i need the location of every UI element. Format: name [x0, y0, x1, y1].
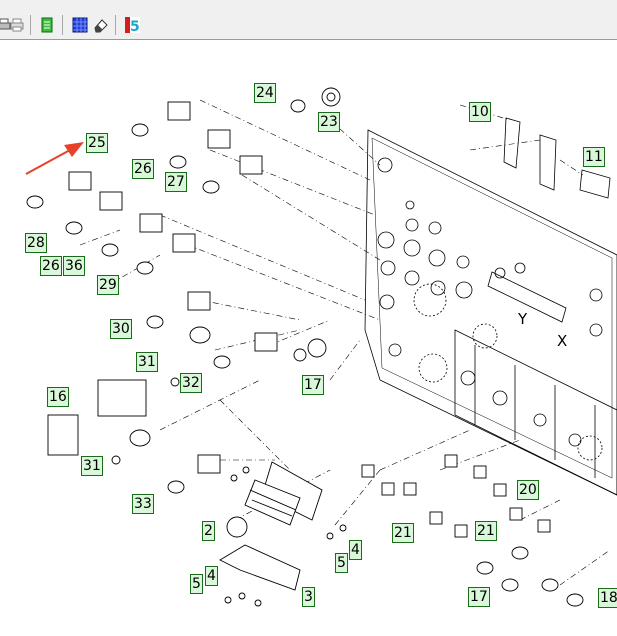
callout-23[interactable]: 23: [318, 112, 340, 132]
svg-text:5: 5: [130, 19, 140, 34]
callout-26[interactable]: 26: [40, 256, 62, 276]
callout-16[interactable]: 16: [47, 387, 69, 407]
callout-11[interactable]: 11: [583, 147, 605, 167]
callout-17[interactable]: 17: [468, 587, 490, 607]
callout-5[interactable]: 5: [190, 574, 203, 594]
callout-2[interactable]: 2: [202, 521, 215, 541]
panel-letter-x: X: [557, 332, 568, 350]
callout-24[interactable]: 24: [254, 83, 276, 103]
callout-17[interactable]: 17: [302, 375, 324, 395]
toolbar-separator: [30, 15, 31, 35]
toolbar-separator: [115, 15, 116, 35]
exploded-view-drawing: [25, 87, 617, 607]
callout-20[interactable]: 20: [517, 480, 539, 500]
callout-30[interactable]: 30: [110, 319, 132, 339]
eraser-icon[interactable]: [93, 17, 109, 33]
callout-18[interactable]: 18: [598, 588, 617, 608]
blue-grid-icon[interactable]: [72, 17, 88, 33]
callout-21[interactable]: 21: [475, 521, 497, 541]
callout-5[interactable]: 5: [335, 553, 348, 573]
callout-26[interactable]: 26: [132, 159, 154, 179]
callout-33[interactable]: 33: [132, 494, 154, 514]
callout-29[interactable]: 29: [97, 275, 119, 295]
toolbar-separator: [62, 15, 63, 35]
panel-letter-y: Y: [518, 310, 528, 328]
callout-32[interactable]: 32: [180, 373, 202, 393]
callout-28[interactable]: 28: [25, 233, 47, 253]
callout-4[interactable]: 4: [205, 566, 218, 586]
callout-31[interactable]: 31: [81, 456, 103, 476]
callout-4[interactable]: 4: [349, 540, 362, 560]
control-panel-outline: [364, 129, 617, 496]
callout-36[interactable]: 36: [63, 256, 85, 276]
callout-3[interactable]: 3: [302, 587, 315, 607]
red-s-icon[interactable]: 5: [124, 17, 140, 34]
callout-10[interactable]: 10: [469, 102, 491, 122]
print-icon[interactable]: [0, 17, 12, 33]
green-page-icon[interactable]: [39, 17, 55, 33]
callout-25[interactable]: 25: [86, 133, 108, 153]
callout-31[interactable]: 31: [136, 352, 158, 372]
toolbar: 5: [0, 0, 617, 40]
print-preview-icon[interactable]: [9, 17, 25, 33]
callout-27[interactable]: 27: [165, 172, 187, 192]
pointer-arrow: [25, 142, 84, 175]
parts-diagram: 24 23 25 26 27 28 26 36 29 10 11 30 31 3…: [0, 40, 617, 636]
callout-21[interactable]: 21: [392, 523, 414, 543]
